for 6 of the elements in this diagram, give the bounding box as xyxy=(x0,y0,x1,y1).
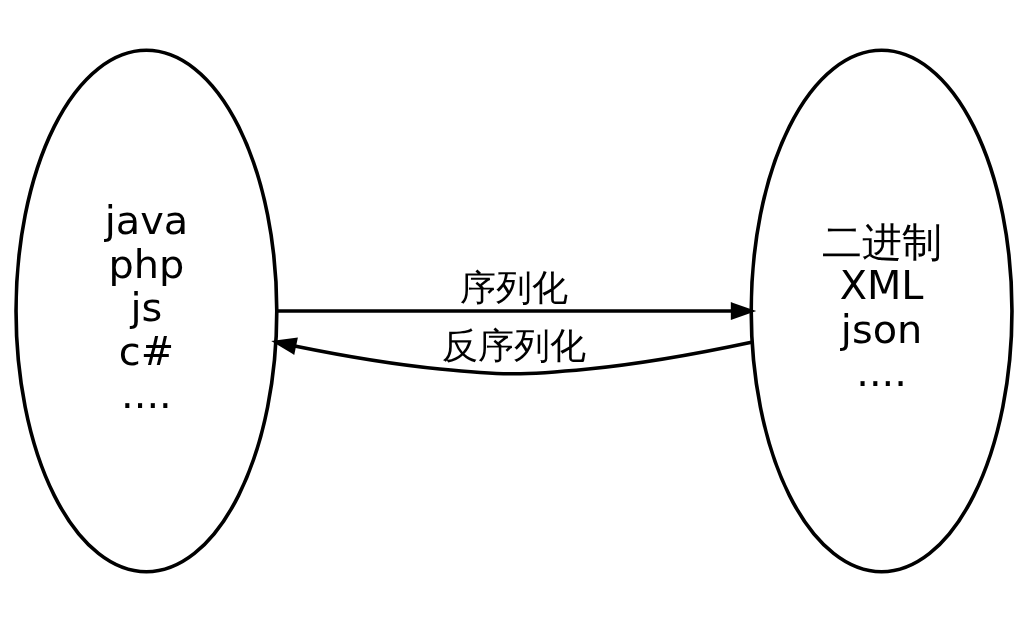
node-ellipse: 二进制 XML json .... xyxy=(749,48,1014,574)
arrow xyxy=(277,302,757,320)
node-ellipse: java php js c# .... xyxy=(14,48,279,574)
edge-label: 序列化 xyxy=(460,266,568,310)
arrow xyxy=(271,337,752,376)
edge-label: 反序列化 xyxy=(442,324,586,368)
